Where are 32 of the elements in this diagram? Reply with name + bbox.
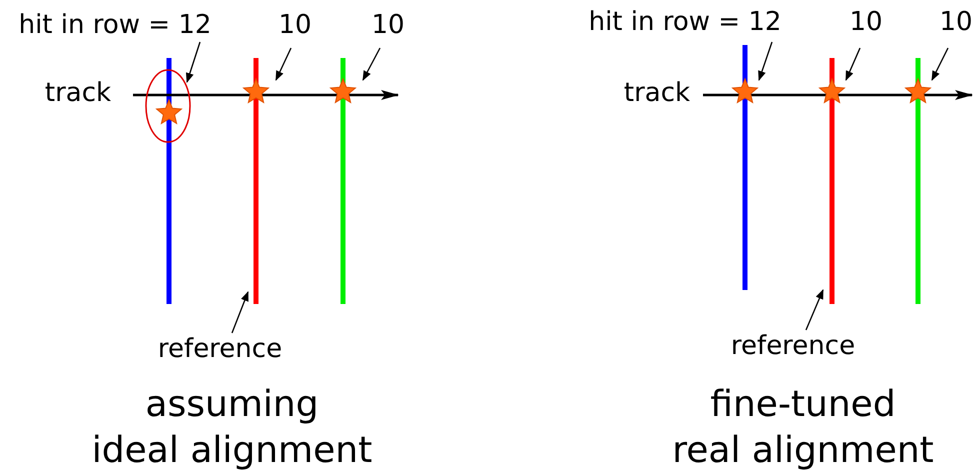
annotation-text: reference (158, 334, 282, 364)
track-label: track (624, 78, 690, 108)
detector-bar (166, 58, 172, 304)
leader-arrow (275, 48, 292, 81)
leader-arrow (931, 48, 949, 81)
leader-arrow (845, 48, 861, 81)
detector-bar (254, 58, 258, 304)
annotation-text: 10 (371, 10, 405, 40)
hit-star (242, 78, 270, 104)
detector-bar (742, 45, 748, 290)
leader-arrow (231, 291, 249, 334)
annotation-text: 10 (939, 7, 973, 37)
annotation-text: reference (730, 331, 856, 361)
annotation-text: hit in row = 12 (18, 10, 212, 40)
leader-arrow (758, 42, 773, 81)
annotation-text: 10 (278, 10, 312, 40)
hit-star (818, 78, 846, 104)
detector-bar (340, 58, 346, 304)
detector-bar (916, 58, 920, 304)
hit-star (329, 78, 357, 104)
hit-star (731, 78, 759, 104)
caption: assuming ideal alignment (92, 383, 372, 470)
leader-arrow (186, 42, 201, 83)
leader-arrow (805, 289, 824, 330)
leader-arrow (362, 48, 381, 81)
hit-star (155, 98, 183, 125)
annotation-text: 10 (849, 7, 883, 37)
detector-bar (830, 58, 834, 304)
track-label: track (44, 78, 112, 108)
hit-star (904, 78, 932, 104)
caption: fine-tuned real alignment (672, 383, 934, 470)
annotation-text: hit in row = 12 (588, 7, 782, 37)
